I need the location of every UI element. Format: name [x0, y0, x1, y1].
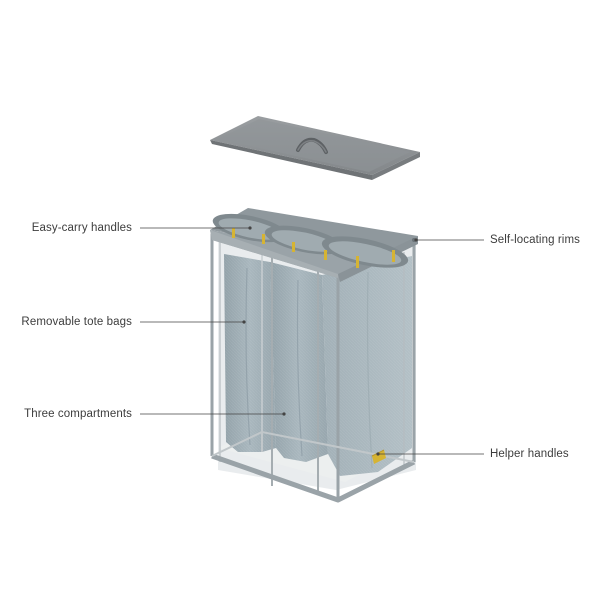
label-removable-tote-bags: Removable tote bags [21, 316, 132, 328]
carry-handle-icon [232, 228, 395, 268]
label-three-compartments: Three compartments [24, 408, 132, 420]
label-self-locating-rims: Self-locating rims [490, 234, 580, 246]
lid-handle-icon [296, 137, 328, 154]
lid [210, 116, 420, 180]
label-easy-carry-handles: Easy-carry handles [31, 222, 132, 234]
leader-lines [140, 226, 484, 456]
rim-opening-3 [321, 236, 409, 268]
hamper-body [210, 208, 418, 503]
label-helper-handles: Helper handles [490, 448, 569, 460]
